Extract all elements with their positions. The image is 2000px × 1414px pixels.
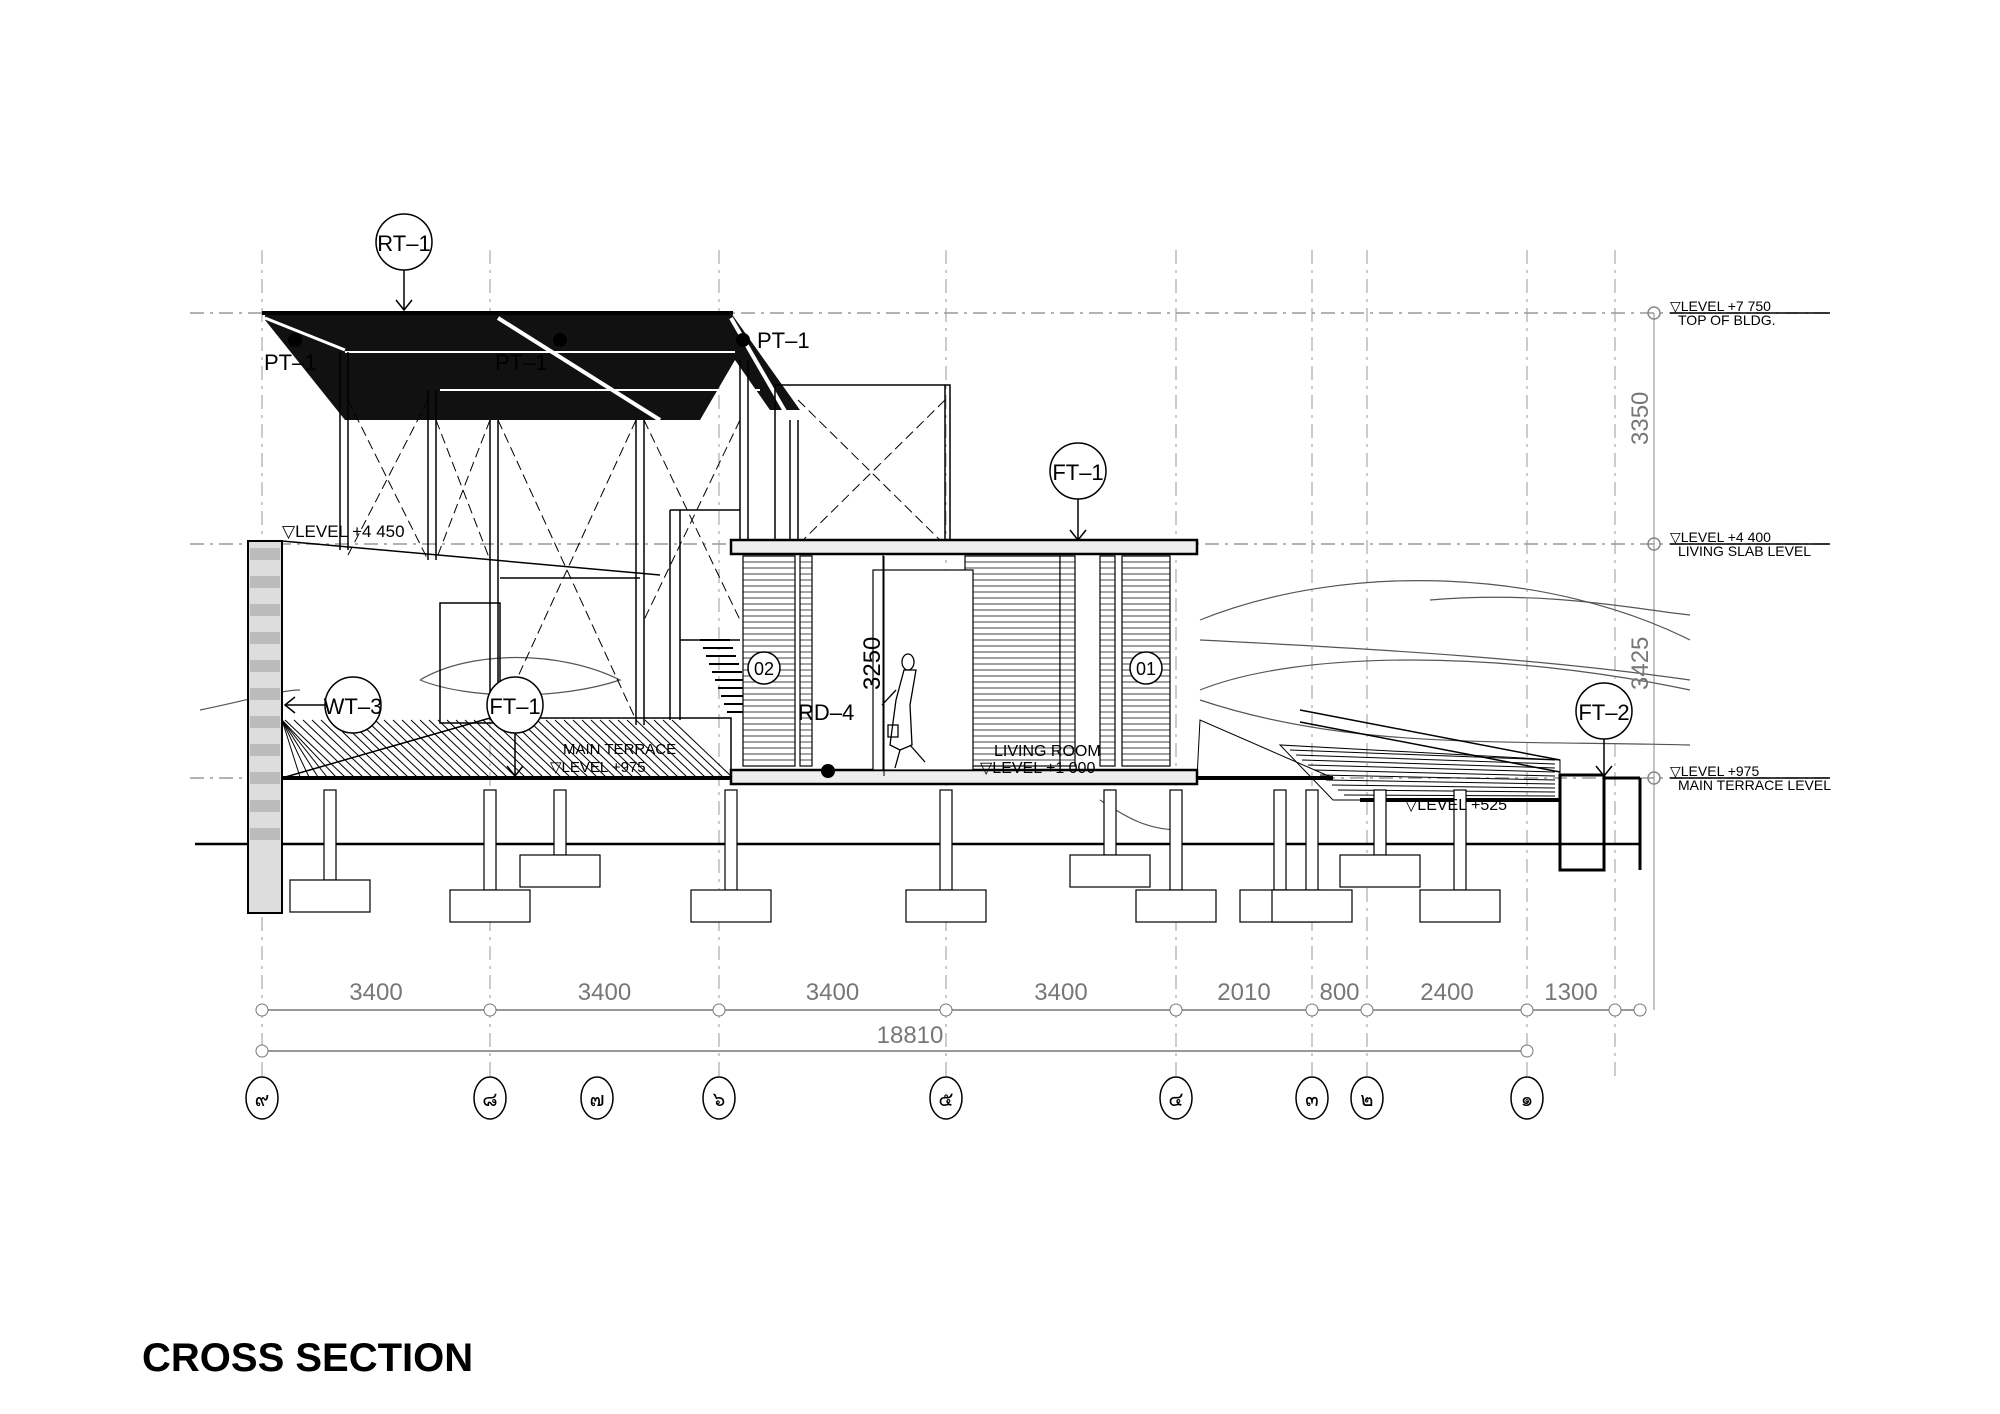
- label-main-terrace-level: ▽LEVEL +975: [550, 759, 646, 776]
- label-pt1-left: PT–1: [264, 350, 317, 375]
- grid-bubble: [1510, 1076, 1544, 1120]
- landscape-lines: [199, 580, 1691, 831]
- dimension-label: 1300: [1544, 979, 1597, 1006]
- dimension-label: 3400: [1034, 979, 1087, 1006]
- label-level-525: ▽LEVEL +525: [1405, 797, 1507, 814]
- grid-bubble-label: ๙: [255, 1089, 270, 1111]
- callout-ft1-upper: FT–1: [1052, 460, 1103, 485]
- grid-bubble-label: ๘: [482, 1089, 497, 1111]
- label-living-room-level: ▽LEVEL +1 000: [980, 760, 1095, 777]
- dimension-label: 800: [1319, 979, 1359, 1006]
- level-slab-label: ▽LEVEL +4 400: [1670, 529, 1771, 545]
- level-terrace-sub: MAIN TERRACE LEVEL: [1678, 777, 1831, 793]
- grid-bubble-label: ๖: [713, 1089, 726, 1111]
- dimension-label: 2010: [1217, 979, 1270, 1006]
- callout-wt3: WT–3: [324, 694, 383, 719]
- dimension-label: 2400: [1420, 979, 1473, 1006]
- label-pt1-mid: PT–1: [495, 350, 548, 375]
- grid-bubble: [245, 1076, 279, 1120]
- footings: [289, 789, 1501, 923]
- steel-frame: [339, 352, 951, 725]
- dimension-label: 3400: [806, 979, 859, 1006]
- grid-bubble: [702, 1076, 736, 1120]
- callout-rt1: RT–1: [377, 231, 430, 256]
- label-level-4450: ▽LEVEL +4 450: [282, 522, 405, 541]
- level-slab-sub: LIVING SLAB LEVEL: [1678, 543, 1811, 559]
- cross-bracing: [347, 399, 946, 721]
- level-top-sub: TOP OF BLDG.: [1678, 312, 1776, 328]
- grid-bubble-label: ๒: [1360, 1089, 1373, 1111]
- roof: [262, 311, 800, 422]
- interior-dim-3250: 3250: [859, 637, 886, 690]
- grid-bubbles: ๙ ๘ ๗ ๖ ๕ ๔ ๓ ๒ ๑: [245, 1076, 1544, 1120]
- door-tag-02: 02: [754, 659, 774, 679]
- overall-dimension: 18810: [877, 1022, 944, 1049]
- callout-circles: [283, 213, 1633, 778]
- grid-bubble: [1350, 1076, 1384, 1120]
- grid-bubble: [473, 1076, 507, 1120]
- grid-bubble: [929, 1076, 963, 1120]
- dimension-label: 3400: [578, 979, 631, 1006]
- level-top-label: ▽LEVEL +7 750: [1670, 298, 1771, 314]
- grid-bubble: [580, 1076, 614, 1120]
- label-living-room: LIVING ROOM: [994, 743, 1101, 760]
- dimension-label: 3400: [349, 979, 402, 1006]
- vertical-dim-3425: 3425: [1627, 637, 1654, 690]
- grid-bubble-label: ๑: [1521, 1089, 1534, 1111]
- grid-bubble: [1159, 1076, 1193, 1120]
- grid-bubble-label: ๕: [938, 1089, 953, 1111]
- level-terrace-label: ▽LEVEL +975: [1670, 763, 1759, 779]
- vertical-dim-3350: 3350: [1627, 392, 1654, 445]
- label-main-terrace: MAIN TERRACE: [563, 741, 676, 758]
- marker-dots: [288, 333, 835, 778]
- dimension-chain: 3400 3400 3400 3400 2010 800 2400 1300 18810: [255, 979, 1647, 1058]
- label-rd4: RD–4: [798, 700, 854, 725]
- door-tag-01: 01: [1136, 659, 1156, 679]
- callout-ft2: FT–2: [1578, 700, 1629, 725]
- grid-bubble-label: ๗: [589, 1089, 604, 1111]
- callout-ft1-lower: FT–1: [489, 694, 540, 719]
- label-pt1-right: PT–1: [757, 328, 810, 353]
- living-room-box: [729, 538, 1199, 786]
- grid-bubble-label: ๓: [1305, 1089, 1319, 1111]
- left-wall: [247, 540, 661, 914]
- grid-bubble-label: ๔: [1168, 1089, 1183, 1111]
- grid-bubble: [1295, 1076, 1329, 1120]
- drawing-title: CROSS SECTION: [142, 1336, 474, 1380]
